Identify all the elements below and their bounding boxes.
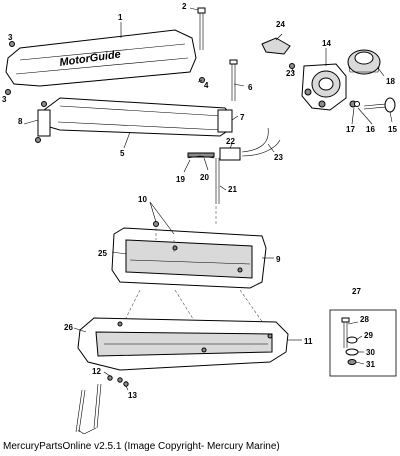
callout-28: 28 bbox=[360, 315, 369, 324]
copyright-caption: MercuryPartsOnline v2.5.1 (Image Copyrig… bbox=[3, 441, 280, 452]
housing-part-5 bbox=[43, 97, 233, 137]
callout-18: 18 bbox=[386, 77, 395, 86]
callout-14: 14 bbox=[322, 39, 331, 48]
callout-13: 13 bbox=[128, 391, 137, 400]
callout-27: 27 bbox=[352, 287, 361, 296]
washer-part-17 bbox=[354, 101, 360, 107]
callout-29: 29 bbox=[364, 331, 373, 340]
hardware-kit-box-part-27 bbox=[329, 309, 397, 377]
cap-part-18 bbox=[347, 49, 381, 75]
strip-part-20 bbox=[187, 152, 215, 158]
screw-part-3-bottom bbox=[5, 89, 11, 95]
callout-labels: 1 2 3 3 4 5 6 7 8 9 10 11 12 13 14 15 16… bbox=[2, 2, 397, 400]
callout-17: 17 bbox=[346, 125, 355, 134]
clip-part-24 bbox=[261, 37, 295, 69]
callout-22: 22 bbox=[226, 137, 235, 146]
callout-30: 30 bbox=[366, 348, 375, 357]
rod-part-21 bbox=[215, 158, 220, 204]
knob-part-15 bbox=[363, 97, 396, 113]
callout-6: 6 bbox=[248, 83, 253, 92]
callout-21: 21 bbox=[228, 185, 237, 194]
washer-part-29 bbox=[346, 336, 358, 344]
cable-part-23 bbox=[241, 127, 281, 157]
part-19 bbox=[187, 155, 215, 159]
screw-part-12-a bbox=[107, 375, 113, 381]
callout-2: 2 bbox=[182, 2, 187, 11]
washer-part-30 bbox=[345, 348, 359, 356]
callout-10: 10 bbox=[138, 195, 147, 204]
head-assembly-part-14 bbox=[301, 63, 347, 111]
screw-part-12-b bbox=[117, 377, 123, 383]
callout-19: 19 bbox=[176, 175, 185, 184]
connector-part-22 bbox=[219, 147, 241, 161]
callout-3-bottom: 3 bbox=[2, 95, 7, 104]
bracket-part-8 bbox=[35, 101, 51, 143]
screw-part-3-top bbox=[9, 41, 15, 47]
tray-part-9 bbox=[111, 227, 267, 289]
screw-part-2 bbox=[197, 7, 206, 50]
base-part-11 bbox=[77, 317, 289, 371]
callout-31: 31 bbox=[366, 360, 375, 369]
bracket-part-7 bbox=[217, 109, 233, 133]
callout-26: 26 bbox=[64, 323, 73, 332]
top-cover-part: MotorGuide bbox=[5, 29, 197, 87]
callout-9: 9 bbox=[276, 255, 281, 264]
callout-24: 24 bbox=[276, 20, 285, 29]
callout-23-upper: 23 bbox=[286, 69, 295, 78]
callout-12: 12 bbox=[92, 367, 101, 376]
callout-7: 7 bbox=[240, 113, 245, 122]
rod-part-6 bbox=[229, 59, 238, 101]
screw-part-13 bbox=[123, 381, 129, 387]
callout-15: 15 bbox=[388, 125, 397, 134]
callout-23-lower: 23 bbox=[274, 153, 283, 162]
callout-5: 5 bbox=[120, 149, 125, 158]
callout-1: 1 bbox=[118, 13, 123, 22]
callout-25: 25 bbox=[98, 249, 107, 258]
leader-lines bbox=[23, 7, 393, 435]
callout-4: 4 bbox=[204, 81, 209, 90]
bolt-part-bottom-left bbox=[75, 389, 86, 433]
callout-11: 11 bbox=[304, 337, 313, 346]
nut-part-31 bbox=[347, 359, 357, 365]
screw-part-10-left bbox=[153, 221, 159, 227]
callout-3-top: 3 bbox=[8, 33, 13, 42]
callout-16: 16 bbox=[366, 125, 375, 134]
bolt-part-bottom-right bbox=[93, 383, 102, 429]
callout-8: 8 bbox=[18, 117, 23, 126]
callout-20: 20 bbox=[200, 173, 209, 182]
